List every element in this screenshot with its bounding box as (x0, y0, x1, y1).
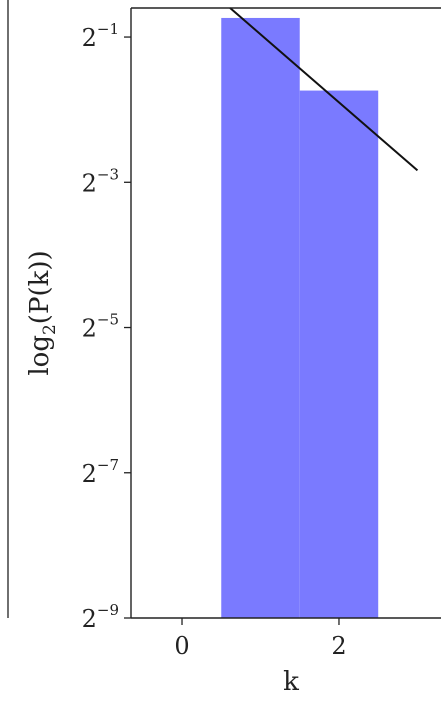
y-tick-label--5: 2−5 (82, 311, 119, 343)
y-tick-base: 2 (82, 24, 97, 52)
x-tick-label-2: 2 (331, 632, 346, 660)
bar-k-1 (221, 17, 300, 619)
y-tick-exponent: −9 (97, 601, 119, 619)
x-axis-label: k (283, 667, 299, 697)
y-axis-label-subscript: 2 (40, 324, 60, 335)
y-tick-base: 2 (82, 605, 97, 633)
y-tick-base: 2 (82, 460, 97, 488)
plot-area (221, 7, 419, 619)
y-tick-label--3: 2−3 (82, 165, 119, 197)
y-ticks: 2−12−32−52−72−9 (82, 20, 131, 633)
y-tick-base: 2 (82, 315, 97, 343)
y-axis-label: log2(P(k)) (25, 250, 60, 375)
x-tick-label-0: 0 (174, 632, 189, 660)
y-tick-label--9: 2−9 (82, 601, 119, 633)
y-tick-base: 2 (82, 169, 97, 197)
y-axis-label-suffix: (P(k)) (25, 250, 55, 324)
y-tick-exponent: −1 (97, 20, 119, 38)
y-tick-label--7: 2−7 (82, 456, 119, 488)
y-tick-exponent: −3 (97, 165, 119, 183)
y-tick-exponent: −5 (97, 311, 119, 329)
y-axis-label-prefix: log (25, 335, 55, 376)
y-tick-label--1: 2−1 (82, 20, 119, 52)
y-tick-exponent: −7 (97, 456, 119, 474)
bar-k-2 (299, 90, 379, 618)
fit-line (229, 7, 419, 172)
